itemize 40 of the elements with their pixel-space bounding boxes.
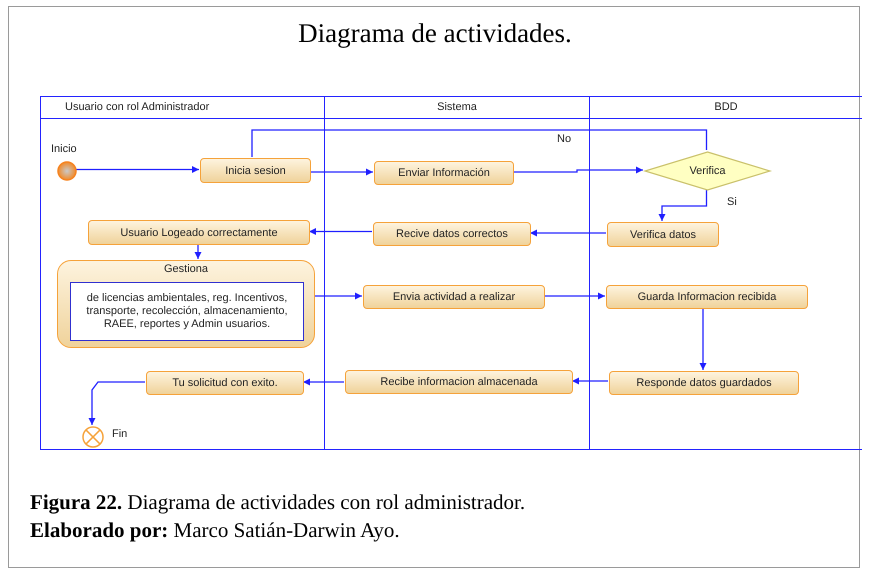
action-box: Tu solicitud con exito. xyxy=(146,371,304,395)
action-box: Verifica datos xyxy=(607,222,719,247)
arrow xyxy=(513,166,643,174)
note-box: de licencias ambientales, reg. Incentivos, transporte, recolección, almacenamiento, RAEE, reportes y Admin usuarios. xyxy=(70,282,304,341)
lane-header: BDD xyxy=(590,97,862,119)
edge-label: Si xyxy=(726,196,738,208)
action-box: Recibe informacion almacenada xyxy=(345,370,573,394)
arrow xyxy=(572,378,608,384)
action-box: Usuario Logeado correctamente xyxy=(88,220,310,245)
arrow xyxy=(310,168,373,176)
decision-label: Verifica xyxy=(689,165,726,177)
action-box: Inicia sesion xyxy=(200,158,311,183)
activity-group-box xyxy=(57,260,315,348)
figure-caption: Figura 22. Diagrama de actividades con rol administrador. xyxy=(30,490,526,515)
action-box: Enviar Información xyxy=(374,161,514,185)
arrow xyxy=(314,292,362,300)
node-label: Inicio xyxy=(51,143,77,155)
diagram-title: Diagrama de actividades. xyxy=(297,18,573,49)
arrow xyxy=(530,230,606,236)
arrow xyxy=(76,166,199,173)
arrow xyxy=(658,190,708,221)
credit-note: Elaborado por: Marco Satián-Darwin Ayo. xyxy=(30,518,400,543)
node-label: Fin xyxy=(112,428,128,440)
group-heading: Gestiona xyxy=(162,263,210,275)
swimlane xyxy=(589,96,862,450)
swimlane xyxy=(40,96,324,450)
action-box: Guarda Informacion recibida xyxy=(606,285,808,309)
lane-header: Usuario con rol Administrador xyxy=(41,97,324,119)
arrow xyxy=(544,292,605,300)
action-box: Envia actividad a realizar xyxy=(363,285,545,309)
arrow xyxy=(309,228,372,235)
edge-label: No xyxy=(556,133,572,145)
swimlane xyxy=(324,96,589,450)
arrow xyxy=(88,381,145,425)
lane-header: Sistema xyxy=(325,97,589,119)
arrow xyxy=(700,308,706,370)
action-box: Recive datos correctos xyxy=(373,222,531,246)
arrow xyxy=(303,378,344,386)
arrow xyxy=(194,244,202,259)
action-box: Responde datos guardados xyxy=(609,371,799,395)
